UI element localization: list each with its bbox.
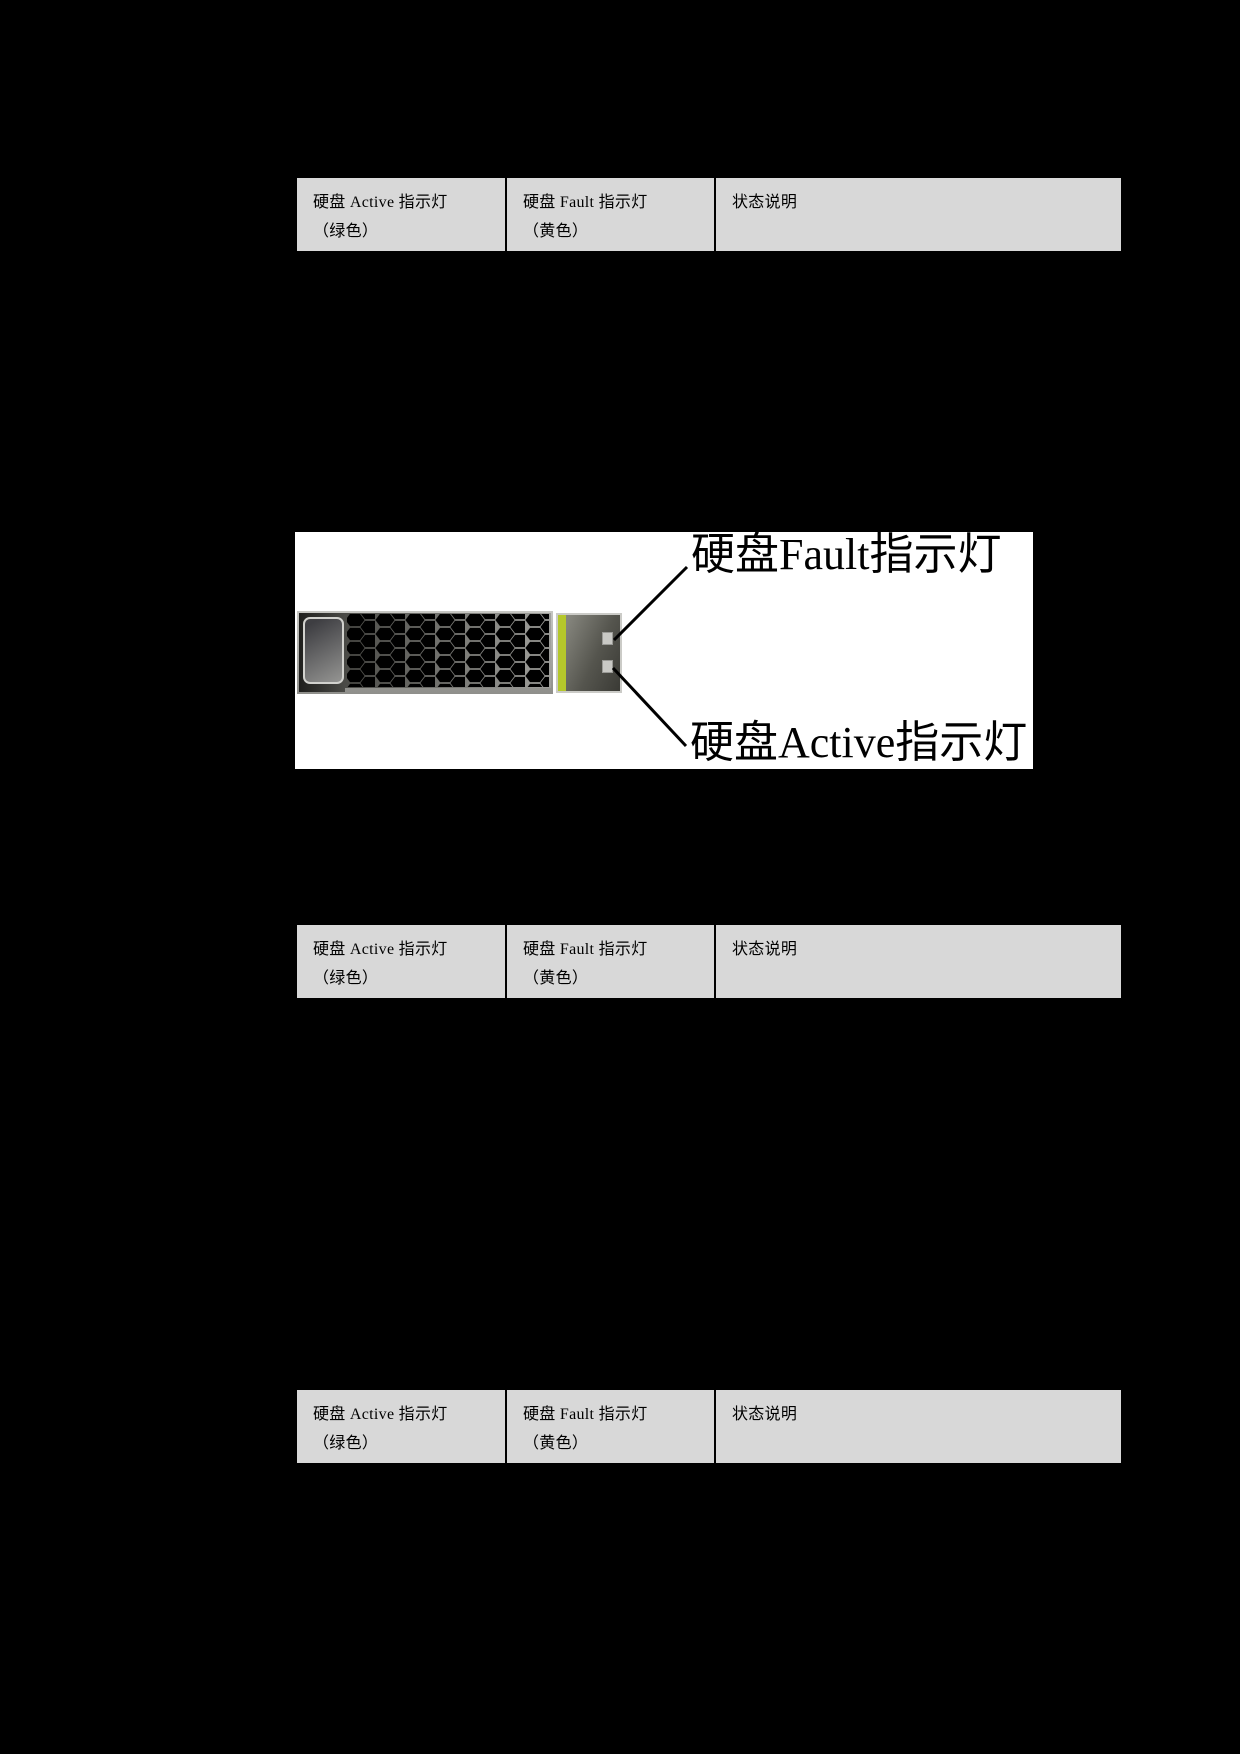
header-cell-fault-led: 硬盘 Fault 指示灯 （黄色） <box>507 178 716 251</box>
fault-led-label: 硬盘Fault指示灯 <box>691 530 1002 579</box>
header-cell-active-line1: 硬盘 Active 指示灯 <box>313 941 448 958</box>
header-cell-active-led: 硬盘 Active 指示灯 （绿色） <box>297 1390 507 1463</box>
hdd-led-module <box>556 613 622 693</box>
header-cell-status-line1: 状态说明 <box>732 1406 798 1423</box>
header-cell-active-line1: 硬盘 Active 指示灯 <box>313 1406 448 1423</box>
header-cell-fault-line2: （黄色） <box>523 223 589 240</box>
header-cell-status-line1: 状态说明 <box>732 941 798 958</box>
header-cell-active-line1: 硬盘 Active 指示灯 <box>313 194 448 211</box>
hdd-latch-plate <box>303 617 344 684</box>
header-cell-status-desc: 状态说明 <box>716 178 1121 251</box>
header-cell-fault-line2: （黄色） <box>523 970 589 987</box>
led-status-table-header-2: 硬盘 Active 指示灯 （绿色） 硬盘 Fault 指示灯 （黄色） 状态说… <box>297 925 1121 998</box>
fault-leader-line <box>612 565 689 642</box>
header-cell-status-line1: 状态说明 <box>732 194 798 211</box>
header-cell-fault-line2: （黄色） <box>523 1435 589 1452</box>
header-cell-active-line2: （绿色） <box>313 1435 379 1452</box>
header-cell-active-line2: （绿色） <box>313 223 379 240</box>
fault-led <box>602 632 613 645</box>
header-cell-fault-line1: 硬盘 Fault 指示灯 <box>523 194 648 211</box>
header-cell-active-led: 硬盘 Active 指示灯 （绿色） <box>297 178 507 251</box>
hdd-led-module-inner <box>558 615 620 691</box>
hdd-latch-zone <box>299 613 345 692</box>
active-leader-line <box>611 666 688 748</box>
header-cell-active-line2: （绿色） <box>313 970 379 987</box>
active-led <box>602 660 613 673</box>
header-cell-status-desc: 状态说明 <box>716 1390 1121 1463</box>
header-cell-status-desc: 状态说明 <box>716 925 1121 998</box>
led-status-table-header-1: 硬盘 Active 指示灯 （绿色） 硬盘 Fault 指示灯 （黄色） 状态说… <box>297 178 1121 251</box>
hdd-led-figure: 硬盘Fault指示灯 硬盘Active指示灯 <box>295 532 1033 769</box>
header-cell-fault-line1: 硬盘 Fault 指示灯 <box>523 1406 648 1423</box>
active-led-label: 硬盘Active指示灯 <box>690 718 1028 767</box>
hdd-tray-body <box>297 611 553 694</box>
header-cell-active-led: 硬盘 Active 指示灯 （绿色） <box>297 925 507 998</box>
hdd-vent-mesh <box>345 613 551 692</box>
leader-lines <box>611 565 689 748</box>
hdd-tray-inner <box>299 613 551 692</box>
header-cell-fault-line1: 硬盘 Fault 指示灯 <box>523 941 648 958</box>
hdd-led-panel <box>566 615 620 691</box>
hdd-green-bar <box>558 615 566 691</box>
header-cell-fault-led: 硬盘 Fault 指示灯 （黄色） <box>507 925 716 998</box>
led-status-table-header-3: 硬盘 Active 指示灯 （绿色） 硬盘 Fault 指示灯 （黄色） 状态说… <box>297 1390 1121 1463</box>
header-cell-fault-led: 硬盘 Fault 指示灯 （黄色） <box>507 1390 716 1463</box>
